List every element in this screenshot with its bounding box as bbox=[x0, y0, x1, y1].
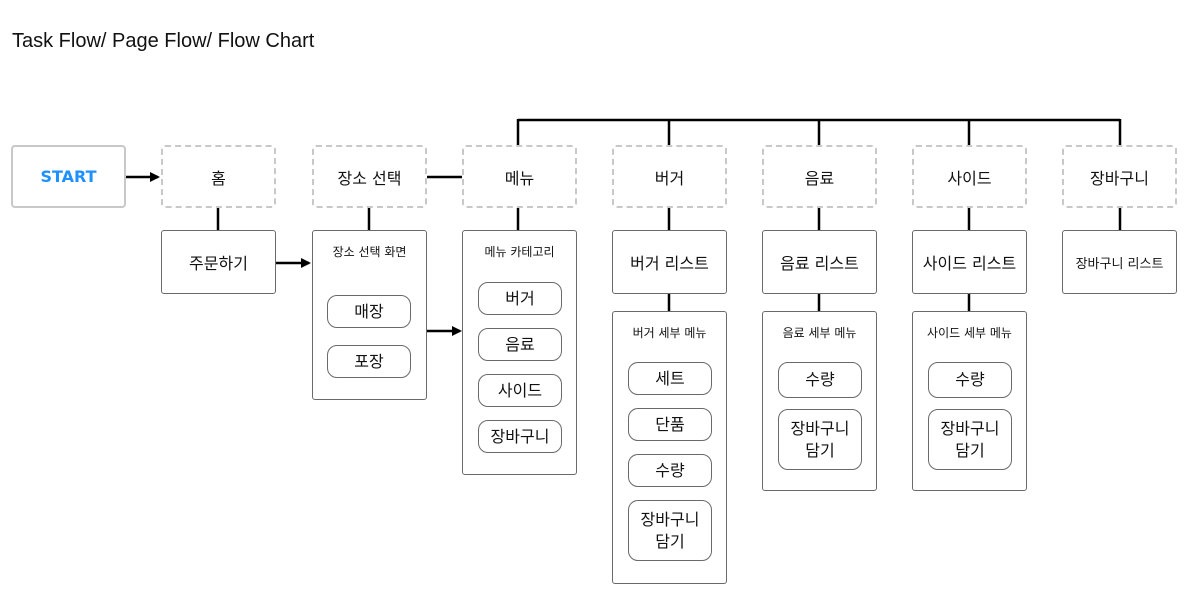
menu-label: 메뉴 bbox=[504, 168, 535, 188]
side-option-quantity: 수량 bbox=[928, 362, 1012, 398]
drink-detail-panel: 음료 세부 메뉴 수량 장바구니 담기 bbox=[762, 311, 877, 491]
side-option-add-to-cart: 장바구니 담기 bbox=[928, 409, 1012, 470]
side-node: 사이드 bbox=[912, 145, 1027, 208]
cart-list-node: 장바구니 리스트 bbox=[1062, 230, 1177, 294]
burger-option-single: 단품 bbox=[628, 408, 712, 441]
location-select-label: 장소 선택 bbox=[337, 168, 402, 188]
start-node: START bbox=[11, 145, 126, 208]
burger-detail-title: 버거 세부 메뉴 bbox=[632, 326, 707, 340]
burger-option-set: 세트 bbox=[628, 362, 712, 395]
burger-option-add-to-cart: 장바구니 담기 bbox=[628, 500, 712, 561]
side-detail-panel: 사이드 세부 메뉴 수량 장바구니 담기 bbox=[912, 311, 1027, 491]
side-detail-title: 사이드 세부 메뉴 bbox=[927, 326, 1012, 340]
menu-category-panel: 메뉴 카테고리 버거 음료 사이드 장바구니 bbox=[462, 230, 577, 475]
side-list-label: 사이드 리스트 bbox=[922, 254, 1017, 273]
order-label: 주문하기 bbox=[189, 254, 248, 273]
category-burger: 버거 bbox=[478, 282, 562, 315]
side-list-node: 사이드 리스트 bbox=[912, 230, 1027, 294]
drink-list-node: 음료 리스트 bbox=[762, 230, 877, 294]
side-label: 사이드 bbox=[947, 168, 992, 188]
location-select-node: 장소 선택 bbox=[312, 145, 427, 208]
option-dine-in: 매장 bbox=[327, 295, 411, 328]
cart-label: 장바구니 bbox=[1090, 168, 1149, 188]
category-cart: 장바구니 bbox=[478, 420, 562, 453]
burger-node: 버거 bbox=[612, 145, 727, 208]
order-node: 주문하기 bbox=[161, 230, 276, 294]
menu-node: 메뉴 bbox=[462, 145, 577, 208]
category-drink: 음료 bbox=[478, 328, 562, 361]
drink-label: 음료 bbox=[804, 168, 835, 188]
drink-option-quantity: 수량 bbox=[778, 362, 862, 398]
burger-option-quantity: 수량 bbox=[628, 454, 712, 487]
location-screen-title: 장소 선택 화면 bbox=[332, 245, 407, 259]
burger-list-node: 버거 리스트 bbox=[612, 230, 727, 294]
option-takeout: 포장 bbox=[327, 345, 411, 378]
category-side: 사이드 bbox=[478, 374, 562, 407]
location-screen-panel: 장소 선택 화면 매장 포장 bbox=[312, 230, 427, 400]
cart-list-label: 장바구니 리스트 bbox=[1075, 256, 1164, 272]
burger-detail-panel: 버거 세부 메뉴 세트 단품 수량 장바구니 담기 bbox=[612, 311, 727, 584]
burger-label: 버거 bbox=[654, 168, 685, 188]
home-label: 홈 bbox=[211, 168, 226, 188]
home-node: 홈 bbox=[161, 145, 276, 208]
drink-option-add-to-cart: 장바구니 담기 bbox=[778, 409, 862, 470]
menu-category-title: 메뉴 카테고리 bbox=[484, 245, 555, 259]
drink-detail-title: 음료 세부 메뉴 bbox=[782, 326, 857, 340]
drink-node: 음료 bbox=[762, 145, 877, 208]
drink-list-label: 음료 리스트 bbox=[780, 254, 859, 273]
cart-node: 장바구니 bbox=[1062, 145, 1177, 208]
burger-list-label: 버거 리스트 bbox=[630, 254, 709, 273]
start-label: START bbox=[40, 167, 97, 186]
page-title: Task Flow/ Page Flow/ Flow Chart bbox=[12, 30, 315, 52]
